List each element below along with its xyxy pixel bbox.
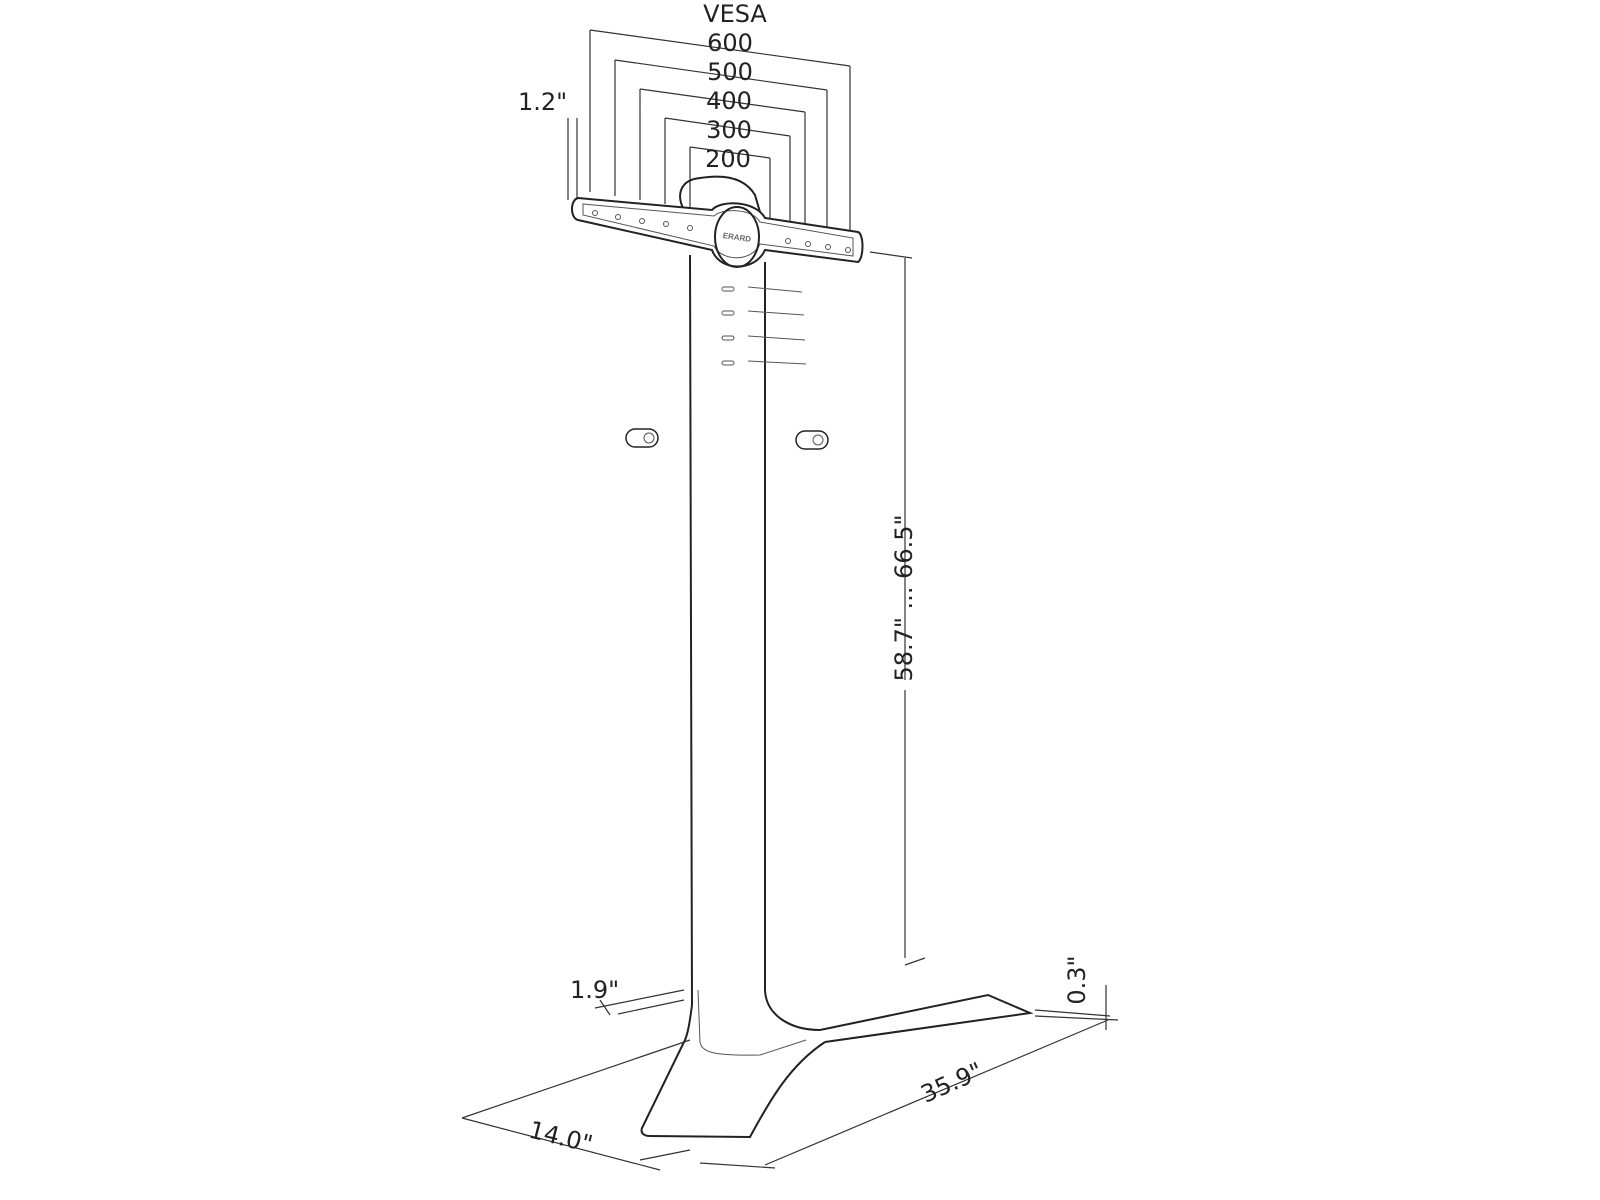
vesa-label: VESA: [703, 0, 767, 28]
vesa-size-600: 600: [707, 29, 753, 57]
base-thickness-dimension: [1034, 985, 1119, 1030]
vesa-size-300: 300: [706, 116, 752, 144]
column-top-cap: [679, 175, 761, 213]
vesa-dimension-lines: [567, 29, 851, 232]
base-width-dimension: [699, 1019, 1109, 1169]
base-depth-dimension: [461, 1039, 691, 1171]
brand-logo: ERARD: [722, 231, 752, 244]
base-depth-label: 14.0": [526, 1116, 595, 1159]
column-depth-dimension: [594, 989, 685, 1016]
base: [640, 993, 1034, 1139]
vesa-size-200: 200: [705, 145, 751, 173]
bracket-thickness-label: 1.2": [518, 88, 567, 116]
column: [689, 254, 821, 1056]
vesa-size-500: 500: [707, 58, 753, 86]
base-thickness-label: 0.3": [1063, 955, 1091, 1004]
base-width-label: 35.9": [917, 1057, 987, 1109]
knob-right: [795, 430, 829, 450]
vesa-size-400: 400: [706, 87, 752, 115]
vesa-bracket: ERARD: [571, 196, 864, 268]
knob-left: [625, 428, 659, 448]
height-slots: [721, 286, 807, 366]
height-range-label: 58.7" ... 66.5": [890, 514, 918, 681]
height-dimension: [869, 251, 926, 966]
column-depth-label: 1.9": [570, 976, 619, 1004]
